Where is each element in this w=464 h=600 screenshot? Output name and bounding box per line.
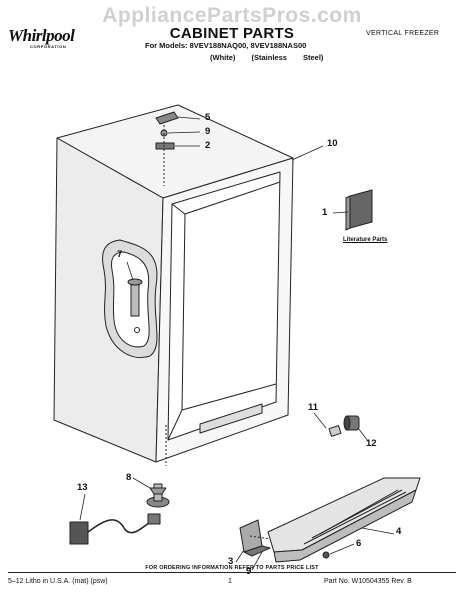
model-numbers: For Models: 8VEV188NAQ00, 8VEV188NAS00	[145, 41, 307, 50]
wire-harness	[69, 513, 161, 545]
brand-name: Whirlpool	[8, 26, 75, 45]
footer-part-number: Part No. W10504355 Rev. B	[324, 578, 412, 585]
callout-1: 1	[322, 207, 328, 218]
model-variants: (White) (Stainless Steel)	[210, 53, 324, 62]
footer-page-number: 1	[228, 578, 232, 585]
callout-5: 5	[205, 112, 211, 123]
callout-4: 4	[396, 526, 402, 537]
product-category: VERTICAL FREEZER	[366, 30, 440, 37]
watermark: AppliancePartsPros.com	[102, 4, 362, 27]
page-title: CABINET PARTS	[169, 25, 295, 42]
plug-and-spacer	[328, 415, 360, 437]
cabinet-body	[53, 104, 294, 466]
brand-subtitle: CORPORATION	[30, 44, 67, 49]
literature-parts-label: Literature Parts	[343, 237, 388, 243]
callout-12: 12	[366, 438, 377, 449]
callout-8: 8	[126, 472, 132, 483]
callout-9-bottom: 9	[246, 566, 252, 577]
footer-litho: 5–12 Litho in U.S.A. (mat) (psw)	[8, 578, 108, 585]
callout-9-top: 9	[205, 126, 211, 137]
leveling-leg	[146, 483, 170, 508]
cutaway-view	[102, 239, 158, 358]
toe-grille	[267, 477, 421, 563]
leader-lines	[79, 116, 395, 571]
callout-3: 3	[228, 556, 234, 567]
literature-booklet	[345, 189, 373, 231]
callout-11: 11	[308, 402, 319, 413]
callout-13: 13	[77, 482, 88, 493]
callout-10: 10	[327, 138, 338, 149]
top-hinge-parts	[155, 111, 179, 186]
brand-logo: Whirlpool CORPORATION	[8, 26, 75, 49]
ordering-note: FOR ORDERING INFORMATION REFER TO PARTS …	[145, 565, 319, 571]
callout-6: 6	[356, 538, 362, 549]
footer-divider	[8, 572, 456, 573]
callout-7: 7	[117, 249, 123, 260]
callout-2: 2	[205, 140, 211, 151]
